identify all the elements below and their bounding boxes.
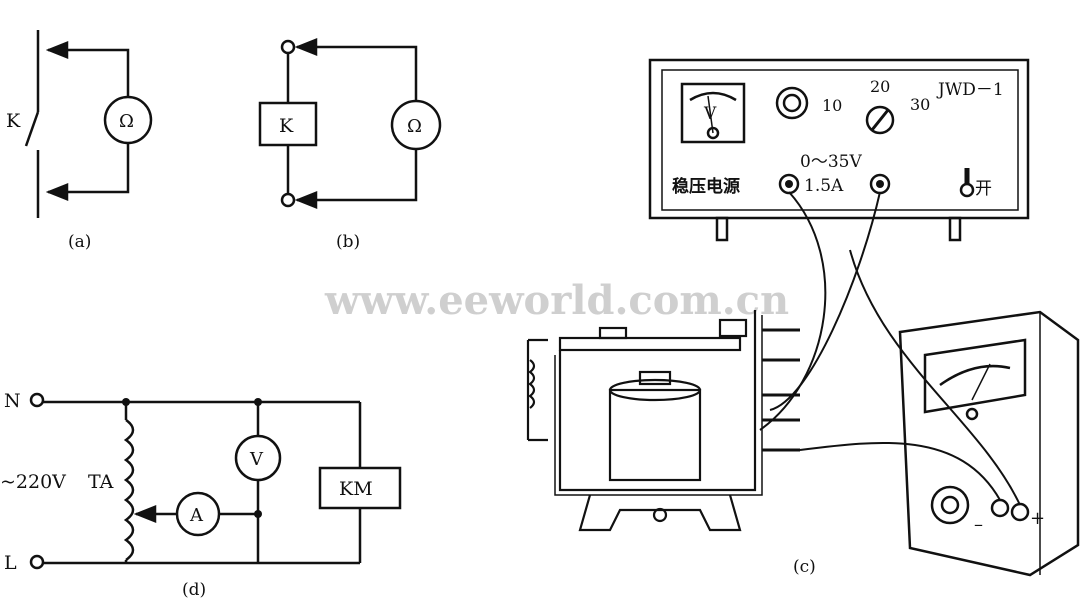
probe-lead-top-b	[294, 38, 418, 101]
ohmmeter-circle-b	[390, 99, 442, 151]
figure-a	[24, 30, 153, 218]
multimeter-body	[898, 310, 1080, 577]
psu-power-label: 开	[975, 179, 992, 199]
psu-foot-right	[948, 216, 962, 242]
switch-blade	[24, 111, 40, 147]
relay-core	[638, 370, 672, 386]
psu-knob-pointer	[870, 109, 890, 131]
lead-to-meter-plus	[849, 249, 1021, 506]
coil-label: K	[279, 115, 294, 137]
knob-tick-20: 20	[870, 77, 890, 96]
multimeter-needle	[971, 363, 991, 401]
relay	[526, 310, 800, 532]
psu-terminal-cores	[785, 180, 884, 188]
psu-inner-border	[661, 69, 1019, 211]
contactor-label: KM	[339, 478, 373, 500]
psu-range-knob	[865, 105, 895, 135]
watermark: www.eeworld.com.cn	[324, 277, 789, 324]
power-supply	[648, 58, 1030, 242]
multimeter-scale-arc	[939, 364, 1011, 387]
figure-b	[258, 38, 442, 209]
terminal-n	[29, 392, 45, 408]
probe-lead-top	[45, 41, 130, 96]
psu-name: 稳压电源	[672, 176, 740, 197]
figure-d	[29, 392, 402, 570]
psu-indicator-inner	[782, 93, 802, 113]
relay-armature	[558, 336, 742, 352]
probe-lead-bottom-b	[294, 149, 418, 209]
lead-psu-plus-to-relay	[769, 191, 881, 411]
relay-frame	[558, 310, 757, 492]
supply-label: ~220V	[0, 471, 66, 493]
terminal-l	[29, 554, 45, 570]
ohmmeter-symbol: Ω	[119, 111, 134, 132]
relay-base-screw	[652, 507, 668, 523]
test-leads	[759, 191, 1021, 506]
multimeter	[898, 310, 1080, 577]
multimeter-plus-label: +	[1030, 508, 1045, 529]
lead-psu-minus-to-relay	[759, 191, 827, 431]
lead-relay-to-meter-minus	[799, 441, 1001, 501]
voltmeter-label: V	[249, 449, 264, 470]
psu-meter-scale	[689, 91, 737, 102]
psu-indicator-outer	[775, 86, 809, 120]
transformer-coil	[123, 418, 135, 562]
ammeter-label: A	[189, 505, 204, 526]
knob-tick-30: 30	[910, 95, 930, 114]
relay-coil-body	[608, 388, 702, 482]
relay-base	[578, 494, 742, 532]
terminal-bottom	[280, 192, 296, 208]
relay-armature-screw	[598, 326, 628, 340]
multimeter-jack-plus	[1010, 502, 1030, 522]
multimeter-minus-label: –	[974, 514, 983, 535]
relay-frame-depth	[554, 315, 763, 496]
terminal-n-label: N	[4, 390, 21, 412]
multimeter-knob-center	[940, 495, 960, 515]
psu-meter-pivot	[706, 126, 720, 140]
caption-b: (b)	[336, 232, 360, 252]
relay-coil-top	[608, 378, 702, 402]
psu-front-panel	[648, 58, 1030, 220]
terminal-top	[280, 39, 296, 55]
psu-foot-left	[715, 216, 729, 242]
multimeter-scale-window	[923, 338, 1027, 414]
probe-lead-bottom	[45, 144, 130, 201]
psu-model: JWD－1	[936, 80, 1004, 100]
caption-c: (c)	[793, 557, 816, 577]
multimeter-zero-adjust	[965, 407, 979, 421]
relay-left-bracket	[526, 338, 548, 442]
caption-a: (a)	[68, 232, 91, 252]
transformer-label: TA	[88, 471, 114, 493]
ohmmeter-symbol-b: Ω	[407, 116, 422, 137]
psu-voltage-range: 0～35V	[800, 152, 862, 172]
junction-dots	[122, 398, 262, 518]
multimeter-jack-minus	[990, 498, 1010, 518]
switch-label: K	[6, 110, 21, 132]
relay-coil-box	[258, 101, 318, 147]
knob-tick-10: 10	[822, 96, 842, 115]
psu-voltmeter-symbol: V	[703, 104, 717, 124]
multimeter-selector-knob	[930, 485, 970, 525]
caption-d: (d)	[182, 580, 206, 599]
relay-contact-top	[718, 318, 748, 338]
psu-power-toggle-base	[959, 182, 975, 198]
terminal-l-label: L	[4, 552, 17, 574]
psu-voltmeter-window	[680, 82, 746, 144]
psu-current-range: 1.5A	[804, 176, 844, 196]
ohmmeter-circle	[103, 95, 153, 145]
relay-spring	[528, 359, 536, 409]
